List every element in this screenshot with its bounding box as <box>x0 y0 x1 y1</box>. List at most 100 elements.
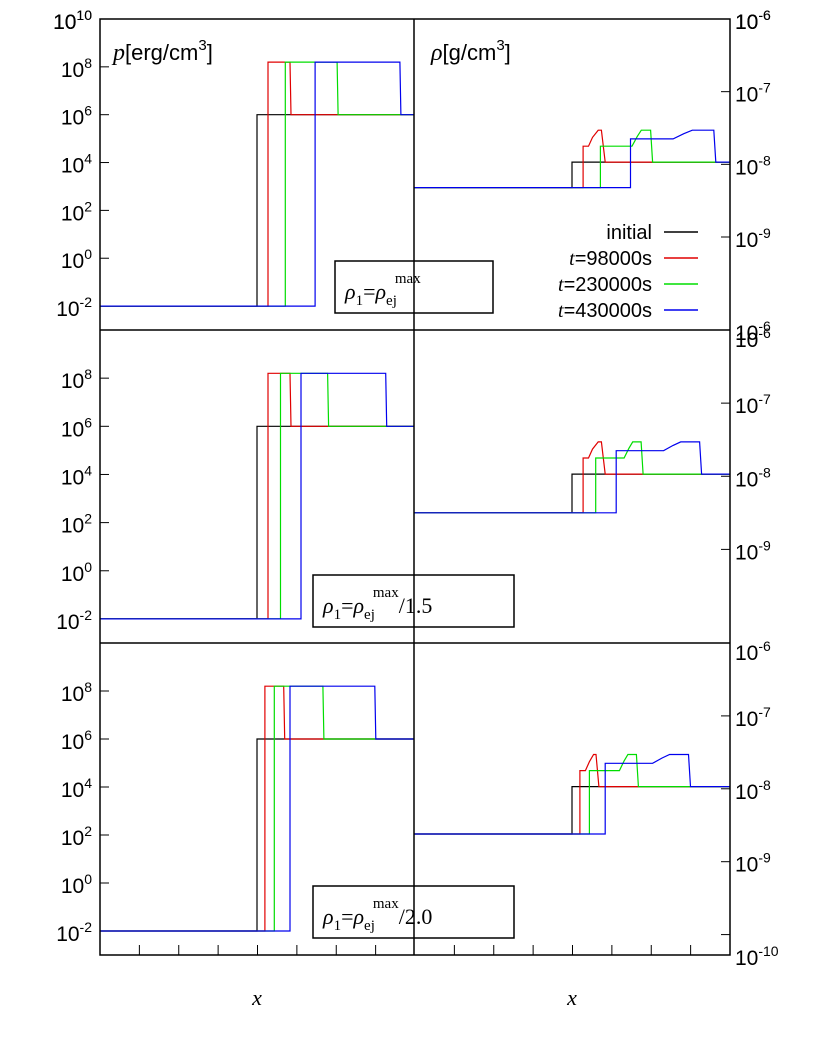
left-tick-label-1-4-base: 10 <box>61 466 84 489</box>
pressure-axis-unit: [erg/cm <box>125 40 198 65</box>
left-tick-label-0--2-base: 10 <box>56 298 79 321</box>
left-tick-label-1--2: 10-2 <box>56 607 92 634</box>
left-tick-label-2-6-exp: 6 <box>84 727 92 743</box>
density-line-1-t98 <box>414 441 730 514</box>
left-tick-label-2-0: 100 <box>61 871 92 898</box>
right-tick-label-row3-top-base: 10 <box>735 642 758 665</box>
plot-frame <box>99 18 731 956</box>
left-tick-label-2-0-exp: 0 <box>84 871 92 887</box>
legend-prefix-t430: t <box>558 300 564 322</box>
left-tick-label-0-4: 104 <box>61 151 92 178</box>
left-tick-label-0-8-exp: 8 <box>84 55 92 71</box>
right-tick-label-2--8: 10-8 <box>735 777 771 804</box>
right-tick-label-1--6: 10-6 <box>735 318 771 345</box>
annotation-sub1-2: 1 <box>334 918 342 934</box>
right-tick-label-2--9: 10-9 <box>735 850 771 877</box>
left-tick-label-top: 1010 <box>53 7 92 34</box>
right-tick-label-0--8: 10-8 <box>735 152 771 179</box>
right-tick-label-1--6-base: 10 <box>735 322 758 345</box>
annotation-sub2-1: ej <box>364 607 375 623</box>
density-line-1-t430 <box>414 441 730 514</box>
legend-text-t98: =98000s <box>575 248 652 270</box>
right-tick-label-0--9: 10-9 <box>735 225 771 252</box>
right-tick-label-0--7-base: 10 <box>735 84 758 107</box>
left-tick-label-1-6-exp: 6 <box>84 414 92 430</box>
density-line-0-t230 <box>414 129 730 189</box>
left-tick-label-2-4-base: 10 <box>61 779 84 802</box>
left-tick-label-0-6-exp: 6 <box>84 103 92 119</box>
left-tick-label-1-0: 100 <box>61 559 92 586</box>
left-tick-label-1-2: 102 <box>61 511 92 538</box>
annotation-eq-2: = <box>341 904 353 929</box>
left-tick-label-0-10: 1010 <box>53 7 92 34</box>
annotation-text-2: ρ1=ρejmax/2.0 <box>322 896 432 934</box>
right-tick-label-2--10-exp: -10 <box>758 943 778 959</box>
annotation-rho-0: ρ <box>344 279 356 304</box>
right-tick-label-2--7-base: 10 <box>735 708 758 731</box>
right-tick-label-1--8: 10-8 <box>735 464 771 491</box>
left-tick-label-2-8: 108 <box>61 679 92 706</box>
density-line-1-initial <box>414 473 730 514</box>
right-tick-label-top-base: 10 <box>735 11 758 34</box>
right-tick-label-1--9: 10-9 <box>735 537 771 564</box>
right-tick-label-2--8-base: 10 <box>735 781 758 804</box>
left-tick-label-0-2-base: 10 <box>61 202 84 225</box>
right-tick-label-row2-top: 10-6 <box>735 325 771 352</box>
left-tick-label-1-2-exp: 2 <box>84 511 92 527</box>
pressure-axis-unit-end: ] <box>207 40 213 65</box>
left-tick-label-0-2: 102 <box>61 198 92 225</box>
left-tick-label-0-8-base: 10 <box>61 59 84 82</box>
right-tick-label-0--9-base: 10 <box>735 229 758 252</box>
pressure-axis-symbol: p <box>111 40 125 66</box>
left-tick-label-1-4: 104 <box>61 462 92 489</box>
density-axis-label: ρ[g/cm3] <box>430 37 511 66</box>
annotation-tail-2: /2.0 <box>399 904 433 929</box>
right-tick-label-0--6-exp: -6 <box>758 7 771 23</box>
left-tick-label-1-2-base: 10 <box>61 515 84 538</box>
legend-label-t430: t=430000s <box>558 300 652 322</box>
left-tick-label-2-6: 106 <box>61 727 92 754</box>
left-tick-label-1--2-base: 10 <box>56 611 79 634</box>
right-tick-label-1--7: 10-7 <box>735 391 771 418</box>
left-tick-label-1-0-exp: 0 <box>84 559 92 575</box>
left-tick-label-0--2: 10-2 <box>56 294 92 321</box>
annotation-sub1-1: 1 <box>334 607 342 623</box>
left-tick-label-1-6: 106 <box>61 414 92 441</box>
left-tick-label-1-6-base: 10 <box>61 418 84 441</box>
density-line-2-t98 <box>414 753 730 835</box>
pressure-axis-unit-exp: 3 <box>198 37 206 54</box>
legend-text-t230: =230000s <box>564 274 652 296</box>
right-tick-label-0--7: 10-7 <box>735 80 771 107</box>
annotation-sup-1: max <box>373 585 399 601</box>
annotation-sub2-2: ej <box>364 918 375 934</box>
annotation-rho2-1: ρ <box>352 593 364 618</box>
left-tick-label-1-8-base: 10 <box>61 370 84 393</box>
x-axis-label-left: x <box>251 985 262 1010</box>
right-tick-label-1--9-exp: -9 <box>758 537 771 553</box>
legend-text-t430: =430000s <box>564 300 652 322</box>
density-axis-symbol: ρ <box>430 40 443 66</box>
left-tick-label-2-8-exp: 8 <box>84 679 92 695</box>
left-tick-label-0-0: 100 <box>61 246 92 273</box>
density-axis-unit-exp: 3 <box>496 37 504 54</box>
right-tick-label-2--7: 10-7 <box>735 704 771 731</box>
left-tick-label-0-0-base: 10 <box>61 250 84 273</box>
right-tick-label-0--6-base: 10 <box>735 11 758 34</box>
left-tick-label-top-exp: 10 <box>76 7 92 23</box>
left-tick-label-2--2: 10-2 <box>56 919 92 946</box>
right-tick-label-1--7-exp: -7 <box>758 391 771 407</box>
pressure-line-2-t430 <box>100 685 414 932</box>
density-line-1-t230 <box>414 441 730 514</box>
annotation-sup-2: max <box>373 896 399 912</box>
left-tick-label-0-4-base: 10 <box>61 155 84 178</box>
left-tick-label-1-0-base: 10 <box>61 563 84 586</box>
left-tick-label-2--2-exp: -2 <box>80 919 93 935</box>
density-line-2-t230 <box>414 753 730 835</box>
left-tick-label-1--2-exp: -2 <box>80 607 93 623</box>
left-tick-label-1-8: 108 <box>61 366 92 393</box>
density-axis-unit-end: ] <box>505 40 511 65</box>
right-tick-label-2--8-exp: -8 <box>758 777 771 793</box>
right-tick-label-row3-top-exp: -6 <box>758 638 771 654</box>
right-tick-label-1--9-base: 10 <box>735 541 758 564</box>
left-tick-label-2-0-base: 10 <box>61 875 84 898</box>
